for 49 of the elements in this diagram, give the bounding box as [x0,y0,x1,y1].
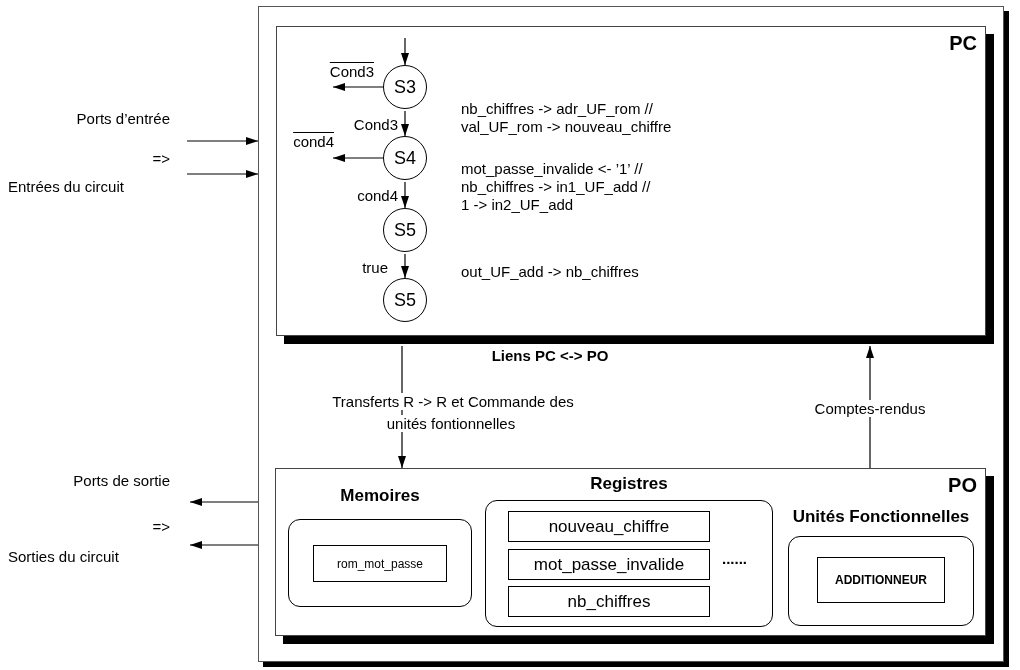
state-label: S5 [394,291,416,309]
state-circle [383,65,427,109]
state-circle [383,208,427,252]
port-label: Ports de sortie [72,472,170,490]
arrow [189,541,259,549]
state-circle [383,278,427,322]
register-box [508,586,710,617]
panel-title: PO [948,475,977,495]
edge-label: cond4 [355,187,400,204]
arrow [401,181,409,209]
arrow [401,37,409,66]
arrow [189,498,259,506]
arrow [332,154,384,162]
state-circle [383,136,427,180]
group-title: Unités Fonctionnelles [791,507,971,528]
edge-label: Cond3 [327,63,376,80]
arrow [401,253,409,279]
box-label: rom_mot_passe [336,557,423,570]
section-title: Liens PC <-> PO [490,347,610,365]
arrow [332,83,384,91]
box-label: ADDITIONNEUR [835,574,927,586]
unit-box [817,557,945,603]
ellipsis-text: ...... [722,550,748,568]
port-label: Entrées du circuit [8,178,125,196]
arrow [401,110,409,137]
group-title: Registres [589,474,669,495]
arrow [186,137,259,145]
memory-box [313,545,447,582]
panel-title: PC [949,33,977,53]
equivalence-symbol: => [151,518,170,536]
edge-label: Comptes-rendus [812,400,928,417]
action-text: nb_chiffres -> adr_UF_rom // val_UF_rom -> nouveau_chiffre [461,100,673,136]
register-box [508,511,710,542]
arrow [186,170,259,178]
register-box [508,549,710,580]
action-text: mot_passe_invalide <- ’1’ // nb_chiffres -> in1_UF_add // 1 -> in2_UF_add [461,160,652,214]
edge-label: Cond3 [351,116,400,133]
box-label: mot_passe_invalide [533,556,685,573]
state-label: S3 [394,78,416,96]
action-text: out_UF_add -> nb_chiffres [461,263,640,281]
edge-label: cond4 [291,133,336,150]
port-label: Sorties du circuit [8,548,120,566]
state-label: S5 [394,221,416,239]
group-title: Memoires [339,486,421,507]
box-label: nouveau_chiffre [548,518,670,535]
port-label: Ports d’entrée [75,110,170,128]
equivalence-symbol: => [151,150,170,168]
box-label: nb_chiffres [567,593,651,610]
state-label: S4 [394,149,416,167]
